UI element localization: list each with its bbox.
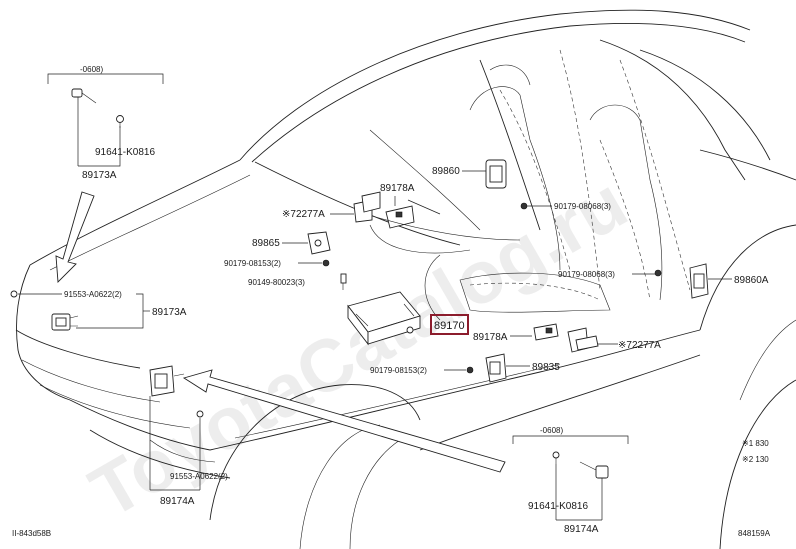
arrow-front xyxy=(55,191,95,284)
inset-bottom-right: -0608) 91641-K0816 89174A xyxy=(512,426,629,535)
sensor-bracket-icon xyxy=(353,191,381,223)
connector-icon xyxy=(71,88,97,104)
label-90179-08068-b: 90179-08068(3) xyxy=(558,270,615,279)
bolt-icon xyxy=(10,290,18,298)
side-sensor-icon xyxy=(689,263,709,299)
label-72277A-left: ※72277A xyxy=(282,209,325,220)
date-mark-top-left: -0608) xyxy=(80,65,103,74)
part-89835-group: 89835 90179-08153(2) xyxy=(370,353,560,383)
right-bracket-group: ※72277A xyxy=(567,327,661,353)
arrow-bottom xyxy=(182,369,506,473)
label-89865: 89865 xyxy=(252,238,280,249)
label-89173A-top: 89173A xyxy=(82,170,117,181)
label-91641-bottom: 91641-K0816 xyxy=(528,501,588,512)
front-sensor-group: 91553-A0622(2) 89173A xyxy=(10,290,187,331)
seat-sensor-icon xyxy=(485,159,507,189)
label-90179-08153-a: 90179-08153(2) xyxy=(224,259,281,268)
upper-center-group: ※72277A 89178A xyxy=(282,183,521,254)
connector-icon xyxy=(579,461,609,479)
nut-icon xyxy=(654,269,662,277)
sensor-bracket-icon xyxy=(385,205,415,229)
label-89860: 89860 xyxy=(432,166,460,177)
label-89860A: 89860A xyxy=(734,275,769,286)
label-72277A-right: ※72277A xyxy=(618,340,661,351)
footer-left-code: II-843d58B xyxy=(12,529,51,538)
sensor-bracket-icon xyxy=(567,327,599,353)
inset-top-left: -0608) 91641-K0816 89173A xyxy=(47,65,164,181)
legend-line-1: ※1 830 xyxy=(742,439,769,448)
label-89174A-right: 89174A xyxy=(564,524,599,535)
footer-right-code: 848159A xyxy=(738,529,771,538)
label-91641-top: 91641-K0816 xyxy=(95,147,155,158)
airbag-ecu-group: 89170 89178A xyxy=(347,291,559,346)
front-sensor-icon xyxy=(51,313,79,331)
airbag-ecu-icon xyxy=(347,291,421,346)
sensor-icon-89835 xyxy=(485,353,507,383)
label-90149: 90149-80023(3) xyxy=(248,278,305,287)
car-body-outline xyxy=(15,9,796,549)
label-89835: 89835 xyxy=(532,362,560,373)
front-side-sensor-icon xyxy=(149,365,185,397)
bottom-left-group: 91553-A0622(2) 89174A xyxy=(149,365,228,507)
nut-icon xyxy=(466,366,474,374)
nut-icon xyxy=(520,202,528,210)
right-side-group: 90179-08068(3) 89860A xyxy=(558,263,769,299)
label-89170[interactable]: 89170 xyxy=(434,320,465,332)
label-89178A-bottom: 89178A xyxy=(473,332,508,343)
label-90179-08153-b: 90179-08153(2) xyxy=(370,366,427,375)
highlight-box-89170 xyxy=(430,314,469,335)
label-91553-left: 91553-A0622(2) xyxy=(64,290,122,299)
seat-sensor-group: 89860 90179-08068(3) xyxy=(432,159,611,211)
label-89178A-top: 89178A xyxy=(380,183,415,194)
label-90179-08068-a: 90179-08068(3) xyxy=(554,202,611,211)
label-91553-bottom: 91553-A0622(2) xyxy=(170,472,228,481)
label-89173A-left: 89173A xyxy=(152,307,187,318)
sensor-bracket-icon xyxy=(533,323,559,341)
label-89174A-bottom: 89174A xyxy=(160,496,195,507)
legend-line-2: ※2 130 xyxy=(742,455,769,464)
date-mark-bottom-right: -0608) xyxy=(540,426,563,435)
legend: ※1 830 ※2 130 xyxy=(742,439,769,464)
nut-icon xyxy=(322,259,330,267)
bolt-icon xyxy=(552,451,560,464)
bolt-icon xyxy=(116,115,124,128)
bolt-icon xyxy=(340,273,347,290)
sensor-icon-89865 xyxy=(307,231,331,255)
bolt-icon xyxy=(196,410,204,418)
seat-outline xyxy=(424,64,663,321)
part-89865-group: 89865 90179-08153(2) 90149-80023(3) xyxy=(224,231,347,290)
